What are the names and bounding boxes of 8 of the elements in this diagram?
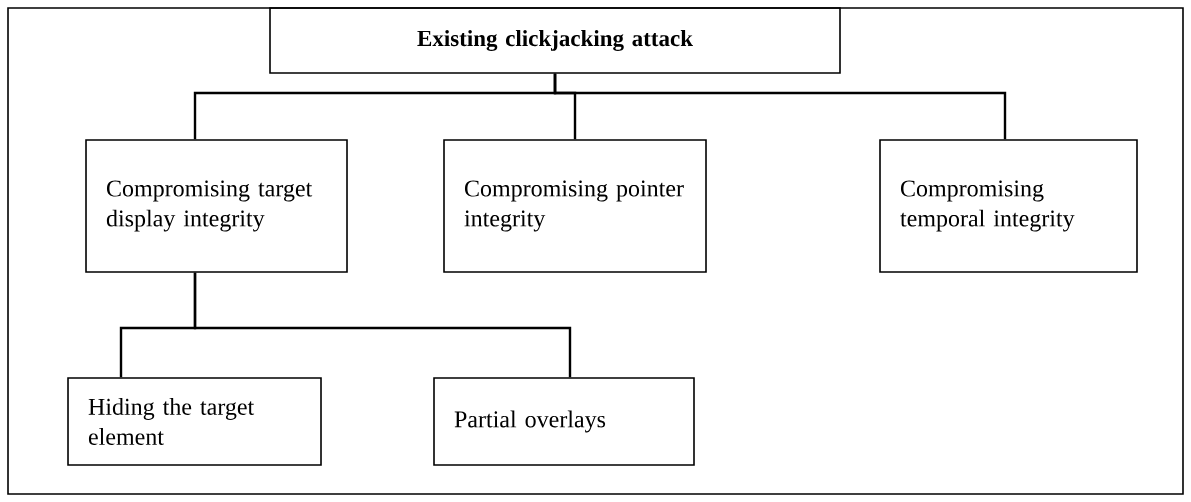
category-box: Compromising temporal integrity <box>879 139 1138 273</box>
connector-line <box>193 272 572 378</box>
category-box: Compromising pointer integrity <box>443 139 707 273</box>
connector-line <box>553 73 1007 140</box>
category-box: Compromising target display integrity <box>85 139 348 273</box>
category-box: Hiding the target element <box>67 377 322 466</box>
title-box: Existing clickjacking attack <box>269 7 841 74</box>
category-box: Partial overlays <box>433 377 695 466</box>
